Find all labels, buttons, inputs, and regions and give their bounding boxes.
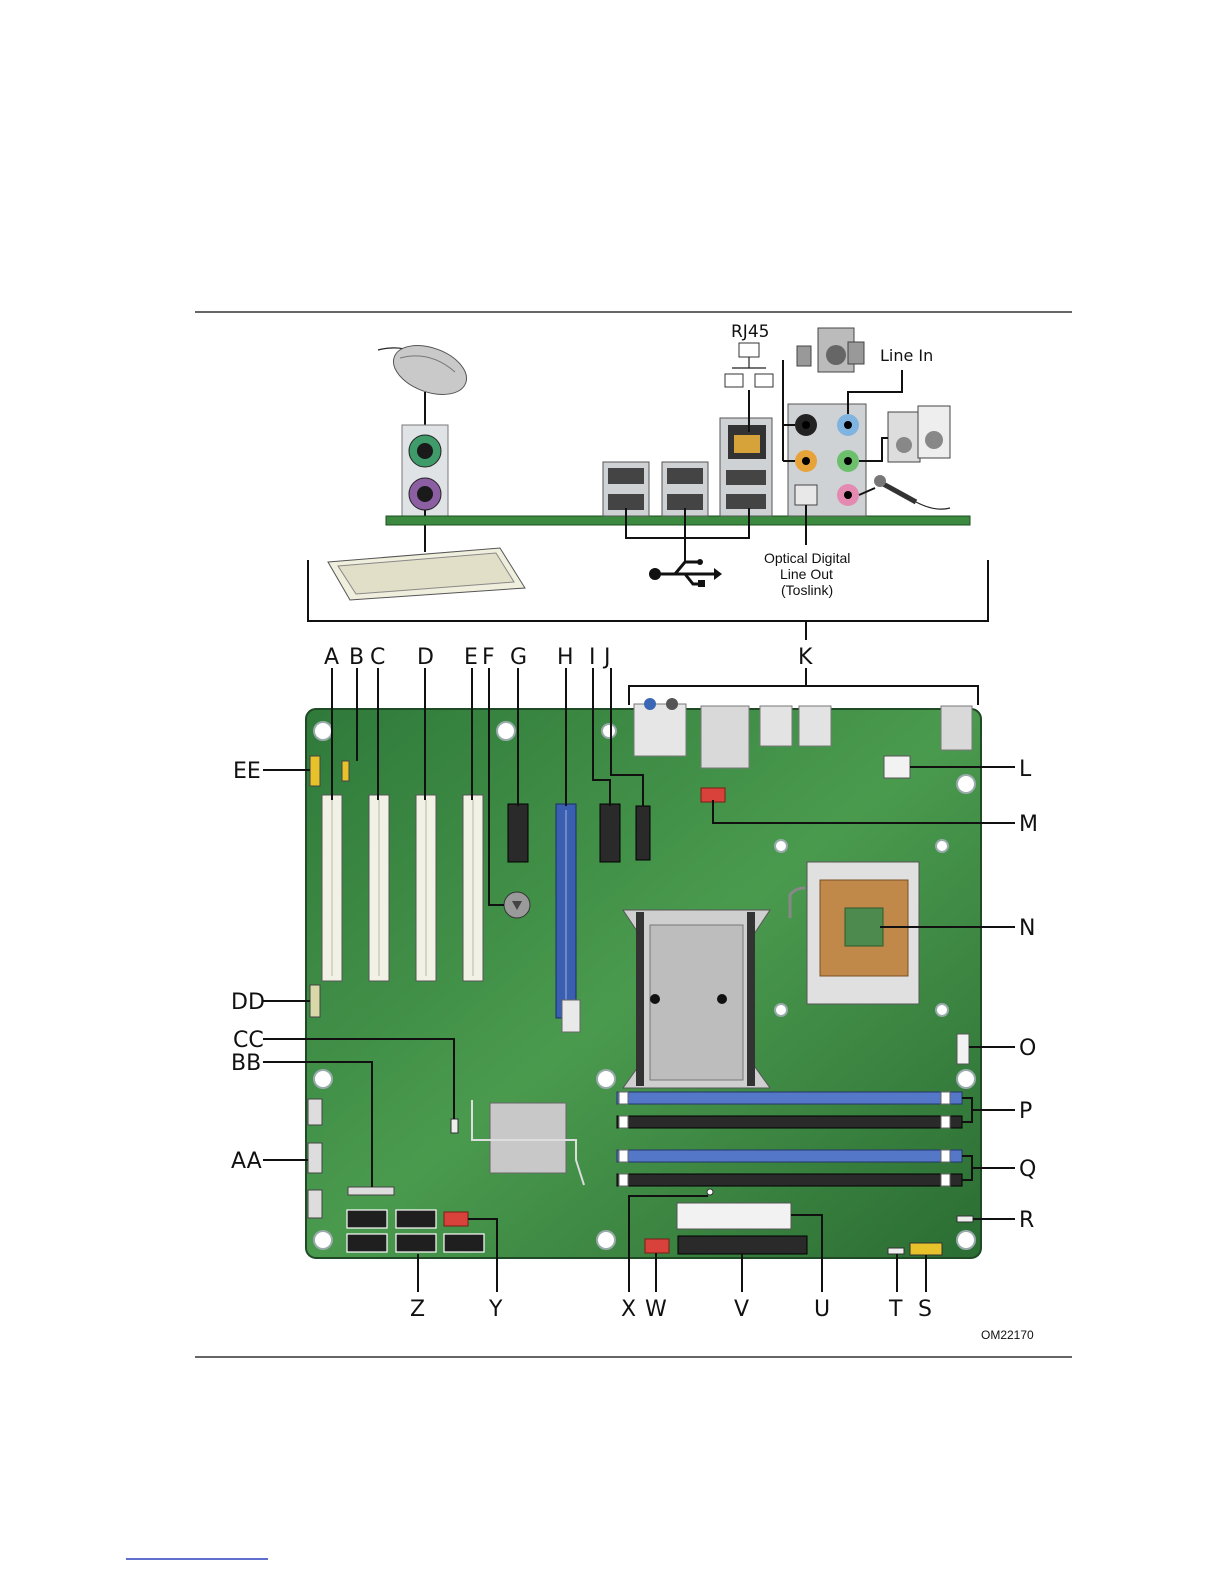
jumper-r [957,1216,973,1222]
cpu-socket [790,862,919,1004]
usb-ports-stack-2 [662,462,708,516]
callout-g: G [510,645,527,670]
callout-dd: DD [231,990,265,1015]
header-b [342,761,349,781]
callout-cc: CC [233,1028,264,1053]
callout-n: N [1019,916,1035,941]
optical-label-line2: Line Out [780,566,833,582]
pcie-x1-slot-3 [636,806,650,860]
callout-t: T [888,1297,903,1322]
ide-connector [678,1236,807,1254]
audio-jack-block [788,404,866,516]
callout-o: O [1019,1036,1036,1061]
network-icon [725,343,773,387]
callout-u: U [814,1297,830,1322]
speaker-icon-top [797,328,864,372]
atx12v-connector [884,756,910,778]
optical-label-line1: Optical Digital [764,550,850,566]
callout-r: R [1019,1208,1034,1233]
rj45-label: RJ45 [731,322,769,342]
io-board-strip [386,516,970,525]
back-panel-io: RJ45 [308,322,988,640]
callout-y: Y [488,1297,503,1322]
fan-header-y [444,1212,468,1226]
callout-s: S [918,1297,932,1322]
callout-z: Z [410,1297,425,1322]
optical-label-line3: (Toslink) [781,582,833,598]
callout-i: I [589,645,596,670]
lan-usb-stack [720,418,772,516]
callout-p: P [1019,1099,1032,1124]
fan-header-m [701,788,725,802]
callout-h: H [557,645,574,670]
callout-c: C [370,645,385,670]
callout-w: W [645,1297,667,1322]
pcie-x1-slot-2 [600,804,620,862]
callout-ee: EE [233,759,261,784]
callout-f: F [482,645,495,670]
main-power-connector [677,1203,791,1229]
fan-header-w [645,1239,669,1253]
line-in-label: Line In [880,346,933,365]
header-ee [310,756,320,786]
callout-m: M [1019,812,1038,837]
callout-bb: BB [231,1051,261,1076]
header-dd [310,985,320,1017]
northbridge-heatsink [623,910,770,1088]
pcie-x1-slot-1 [508,804,528,862]
usb-ports-stack-1 [603,462,649,516]
callout-e: E [464,645,478,670]
callout-j: J [602,645,611,670]
usb-headers-aa [308,1099,322,1218]
usb-icon [649,559,722,587]
keyboard-icon [328,548,525,600]
speaker-icon-right [888,406,950,462]
header-bb [348,1187,394,1195]
callout-b: B [349,645,364,670]
callout-aa: AA [231,1149,262,1174]
fan-header-o [957,1034,969,1064]
optical-port [795,485,817,505]
callout-k: K [798,645,813,670]
callout-x: X [621,1297,636,1322]
callout-q: Q [1019,1157,1036,1182]
jumper-cc [451,1119,458,1133]
header-t [888,1248,904,1254]
callout-l: L [1019,757,1032,782]
front-panel-header-s [910,1243,942,1255]
callout-v: V [734,1297,749,1322]
figure-id: OM22170 [981,1328,1034,1342]
callout-d: D [417,645,434,670]
standby-led-x [707,1189,713,1195]
microphone-icon [874,475,950,509]
callout-a: A [324,645,339,670]
